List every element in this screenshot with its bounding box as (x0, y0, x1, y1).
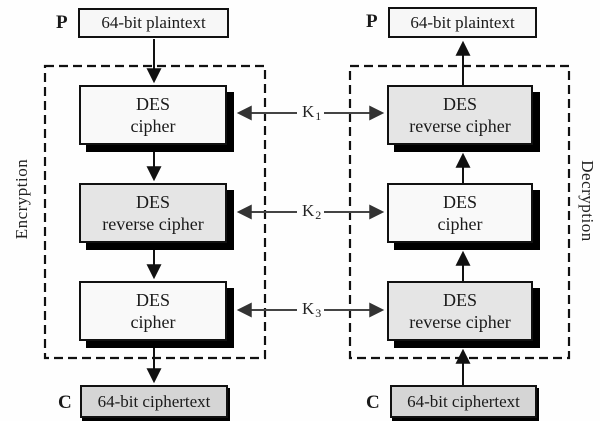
encryption-side-label: Encryption (12, 158, 31, 240)
decryption-side-label: Decryption (578, 160, 597, 242)
right-plaintext-box: 64-bit plaintext (388, 7, 537, 38)
left-stage2-line1: DES (135, 191, 170, 212)
left-stage1-des-cipher-box: DES cipher (79, 85, 227, 145)
left-stage2-des-reverse-cipher-box: DES reverse cipher (79, 183, 227, 243)
key2-base: K (302, 201, 315, 220)
right-stage3-line1: DES (442, 289, 477, 310)
key2-subscript: 2 (315, 208, 322, 222)
left-stage3-des-cipher-box: DES cipher (79, 281, 227, 341)
right-stage3-des-reverse-cipher-box: DES reverse cipher (387, 281, 533, 341)
right-ciphertext-label: C (366, 392, 380, 413)
right-plaintext-label: P (366, 11, 378, 32)
left-ciphertext-label: C (58, 392, 72, 413)
key3-base: K (302, 299, 315, 318)
right-stage2-line2: cipher (437, 214, 483, 234)
right-ciphertext-box: 64-bit ciphertext (390, 385, 537, 418)
left-stage3-line2: cipher (130, 312, 176, 332)
left-stage1-line1: DES (135, 93, 170, 114)
left-plaintext-label: P (56, 12, 68, 33)
left-plaintext-box: 64-bit plaintext (78, 8, 229, 38)
left-ciphertext-box: 64-bit ciphertext (80, 385, 228, 418)
key1-subscript: 1 (315, 109, 322, 123)
right-stage1-des-reverse-cipher-box: DES reverse cipher (387, 85, 533, 145)
right-stage2-des-cipher-box: DES cipher (387, 183, 533, 243)
key1-base: K (302, 102, 315, 121)
right-stage2-line1: DES (442, 191, 477, 212)
left-stage1-line2: cipher (130, 116, 176, 136)
left-stage3-line1: DES (135, 289, 170, 310)
left-stage2-line2: reverse cipher (102, 214, 204, 234)
right-stage1-line1: DES (442, 93, 477, 114)
right-stage3-line2: reverse cipher (409, 312, 511, 332)
key3-subscript: 3 (315, 306, 322, 320)
right-stage1-line2: reverse cipher (409, 116, 511, 136)
